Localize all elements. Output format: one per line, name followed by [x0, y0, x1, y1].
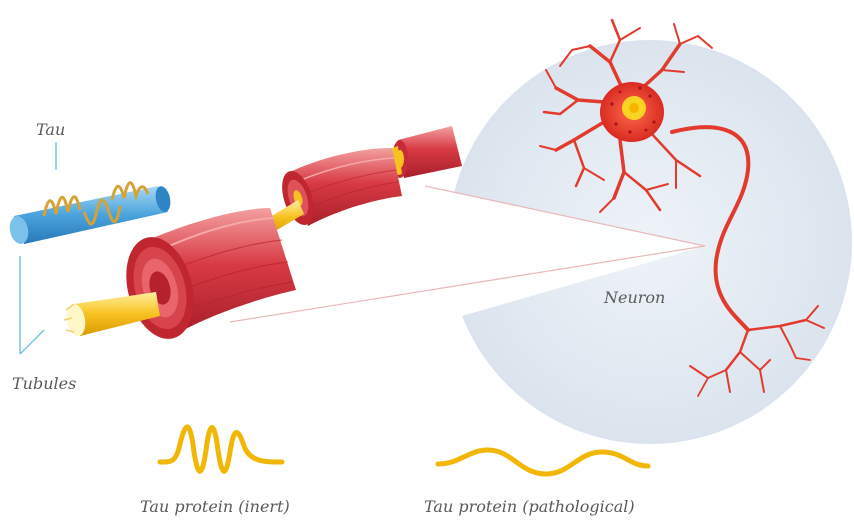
tau-inert-squiggle-icon — [160, 427, 282, 471]
tau-pathological-label: Tau protein (pathological) — [424, 497, 635, 516]
tau-inert-label: Tau protein (inert) — [140, 497, 290, 516]
tau-pathological-wave-icon — [438, 450, 648, 474]
neuron-label: Neuron — [604, 288, 665, 307]
neuron-nucleolus — [629, 103, 639, 113]
axon-segment-near — [116, 208, 296, 347]
tubules-label: Tubules — [12, 374, 76, 393]
fiber-exit — [64, 292, 160, 337]
tubule-with-tau — [7, 183, 172, 246]
tubules-callout-line-2 — [20, 330, 44, 354]
tau-label: Tau — [36, 120, 65, 139]
